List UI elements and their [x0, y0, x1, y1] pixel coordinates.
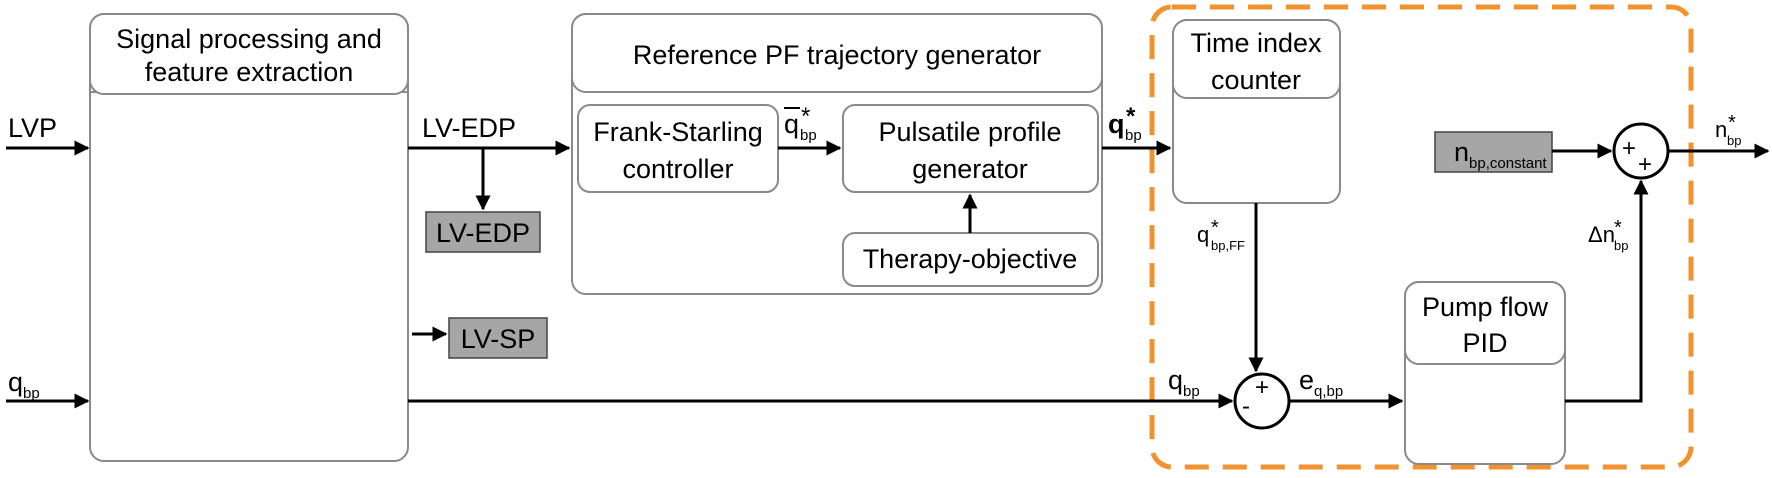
svg-text:bp: bp [1614, 238, 1628, 253]
svg-text:*: * [1126, 103, 1136, 130]
svg-text:bp: bp [800, 127, 817, 144]
error-label: eq,bp [1299, 365, 1343, 400]
sum1-minus-sign: - [1242, 393, 1250, 420]
pulsatile-profile-block: Pulsatile profile generator [842, 104, 1099, 193]
output-summing-junction: + + [1612, 122, 1670, 180]
frank-starling-label-2: controller [622, 154, 733, 184]
signal-processing-title-1: Signal processing and [116, 24, 382, 54]
qbar-star-label: q * bp [784, 103, 817, 144]
time-index-block: Time index counter [1172, 19, 1341, 204]
svg-text:*: * [1211, 217, 1219, 239]
n-constant-label: nbp,constant [1454, 137, 1547, 172]
svg-text:q: q [784, 109, 799, 139]
sum2-plus-bottom: + [1638, 151, 1652, 178]
pump-flow-pid-block: Pump flow PID [1404, 281, 1566, 465]
therapy-objective-label: Therapy-objective [863, 244, 1078, 274]
svg-text:n: n [1715, 117, 1727, 142]
lvp-label: LVP [8, 113, 57, 143]
svg-text:Δn: Δn [1588, 222, 1615, 247]
connections [6, 140, 1770, 409]
pump-flow-pid-label-2: PID [1462, 328, 1507, 358]
n-output-label: n * bp [1715, 112, 1741, 148]
signal-processing-block: Signal processing and feature extraction [89, 13, 409, 462]
therapy-objective-block: Therapy-objective [842, 232, 1099, 287]
svg-text:q: q [1108, 109, 1125, 139]
dashed-region [1149, 4, 1694, 470]
n-constant-block: nbp,constant [1434, 131, 1553, 173]
lv-sp-output-label: LV-SP [461, 324, 536, 354]
lv-edp-signal-label: LV-EDP [422, 113, 516, 143]
sum2-plus-left: + [1622, 135, 1636, 162]
delta-n-label: Δn * bp [1588, 217, 1628, 253]
svg-text:*: * [1728, 112, 1736, 134]
lv-sp-output-box: LV-SP [448, 317, 548, 359]
svg-text:bp: bp [1125, 127, 1142, 144]
frank-starling-label-1: Frank-Starling [593, 117, 763, 147]
delta-n-arrow [1565, 179, 1649, 403]
reference-generator-title: Reference PF trajectory generator [633, 40, 1041, 70]
svg-text:q: q [1197, 222, 1209, 247]
time-index-label-2: counter [1211, 65, 1301, 95]
svg-text:bp,FF: bp,FF [1211, 238, 1245, 253]
qbp-input-label: qbp [8, 367, 40, 402]
time-index-label-1: Time index [1190, 28, 1322, 58]
svg-text:bp: bp [1727, 133, 1741, 148]
error-summing-junction: + - [1233, 372, 1291, 430]
qbp-feedback-label: qbp [1168, 365, 1200, 400]
pulsatile-profile-label-2: generator [912, 154, 1028, 184]
pulsatile-profile-label-1: Pulsatile profile [878, 117, 1061, 147]
svg-text:*: * [1614, 217, 1622, 239]
frank-starling-block: Frank-Starling controller [577, 104, 779, 193]
sum1-plus-sign: + [1255, 374, 1269, 401]
svg-text:*: * [801, 103, 810, 130]
pump-flow-pid-label-1: Pump flow [1422, 292, 1549, 322]
qstar-label: q * bp [1108, 103, 1142, 144]
lv-edp-output-box: LV-EDP [425, 211, 541, 253]
qff-label: q * bp,FF [1197, 217, 1245, 253]
signal-processing-title-2: feature extraction [145, 57, 354, 87]
lv-edp-output-label: LV-EDP [436, 218, 530, 248]
